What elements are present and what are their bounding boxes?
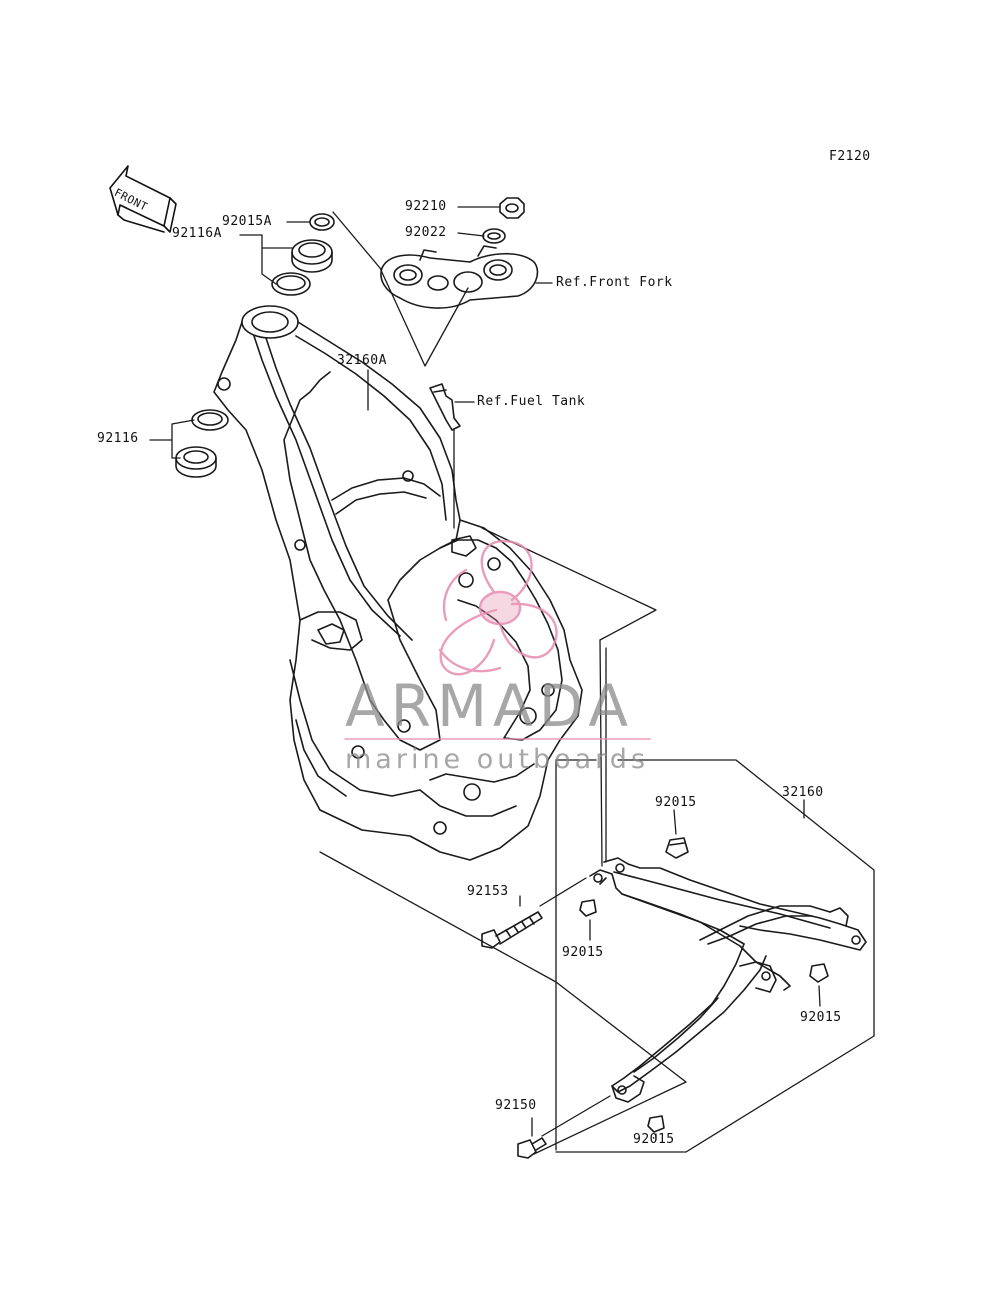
ref-front-fork-label: Ref.Front Fork bbox=[556, 275, 673, 290]
callout-92015-top: 92015 bbox=[655, 795, 697, 810]
callout-32160: 32160 bbox=[782, 785, 824, 800]
upper-triple-clamp-icon bbox=[380, 245, 539, 309]
bolt-92015-top-icon bbox=[665, 837, 689, 859]
bolt-92015-mid-icon bbox=[579, 899, 597, 917]
steering-head-upper-seal-icon bbox=[309, 213, 335, 231]
callout-leader-lines bbox=[149, 206, 875, 1155]
callout-92116a: 92116A bbox=[172, 226, 222, 241]
steering-head-lower-race-icon bbox=[191, 409, 229, 431]
callout-92153: 92153 bbox=[467, 884, 509, 899]
watermark-logo-icon bbox=[344, 539, 651, 740]
steering-head-lower-bearing-icon bbox=[175, 446, 217, 478]
fuel-tank-bracket-icon bbox=[429, 383, 461, 431]
steering-head-upper-bearing-icon bbox=[291, 239, 333, 273]
figure-code: F2120 bbox=[829, 149, 871, 164]
rear-subframe-icon bbox=[589, 857, 867, 1103]
bolt-92015-right-icon bbox=[809, 963, 829, 983]
callout-92015-mid: 92015 bbox=[562, 945, 604, 960]
ref-fuel-tank-label: Ref.Fuel Tank bbox=[477, 394, 586, 409]
stem-washer-icon bbox=[482, 228, 506, 244]
callout-32160a: 32160A bbox=[337, 353, 387, 368]
callout-92210: 92210 bbox=[405, 199, 447, 214]
front-arrow-icon bbox=[109, 165, 177, 233]
bolt-92015-bottom-icon bbox=[647, 1115, 665, 1133]
callout-92015-bottom: 92015 bbox=[633, 1132, 675, 1147]
callout-92015-right: 92015 bbox=[800, 1010, 842, 1025]
stem-nut-icon bbox=[499, 197, 525, 219]
steering-head-upper-race-icon bbox=[271, 272, 311, 296]
callout-92022: 92022 bbox=[405, 225, 447, 240]
callout-92015a: 92015A bbox=[222, 214, 272, 229]
watermark-subtitle: marine outboards bbox=[345, 744, 650, 775]
long-bolt-92153-icon bbox=[481, 911, 543, 949]
callout-92150: 92150 bbox=[495, 1098, 537, 1113]
callout-92116: 92116 bbox=[97, 431, 139, 446]
main-frame-icon bbox=[213, 305, 583, 861]
watermark-title: ARMADA bbox=[345, 672, 635, 740]
bolt-92150-icon bbox=[517, 1137, 547, 1159]
